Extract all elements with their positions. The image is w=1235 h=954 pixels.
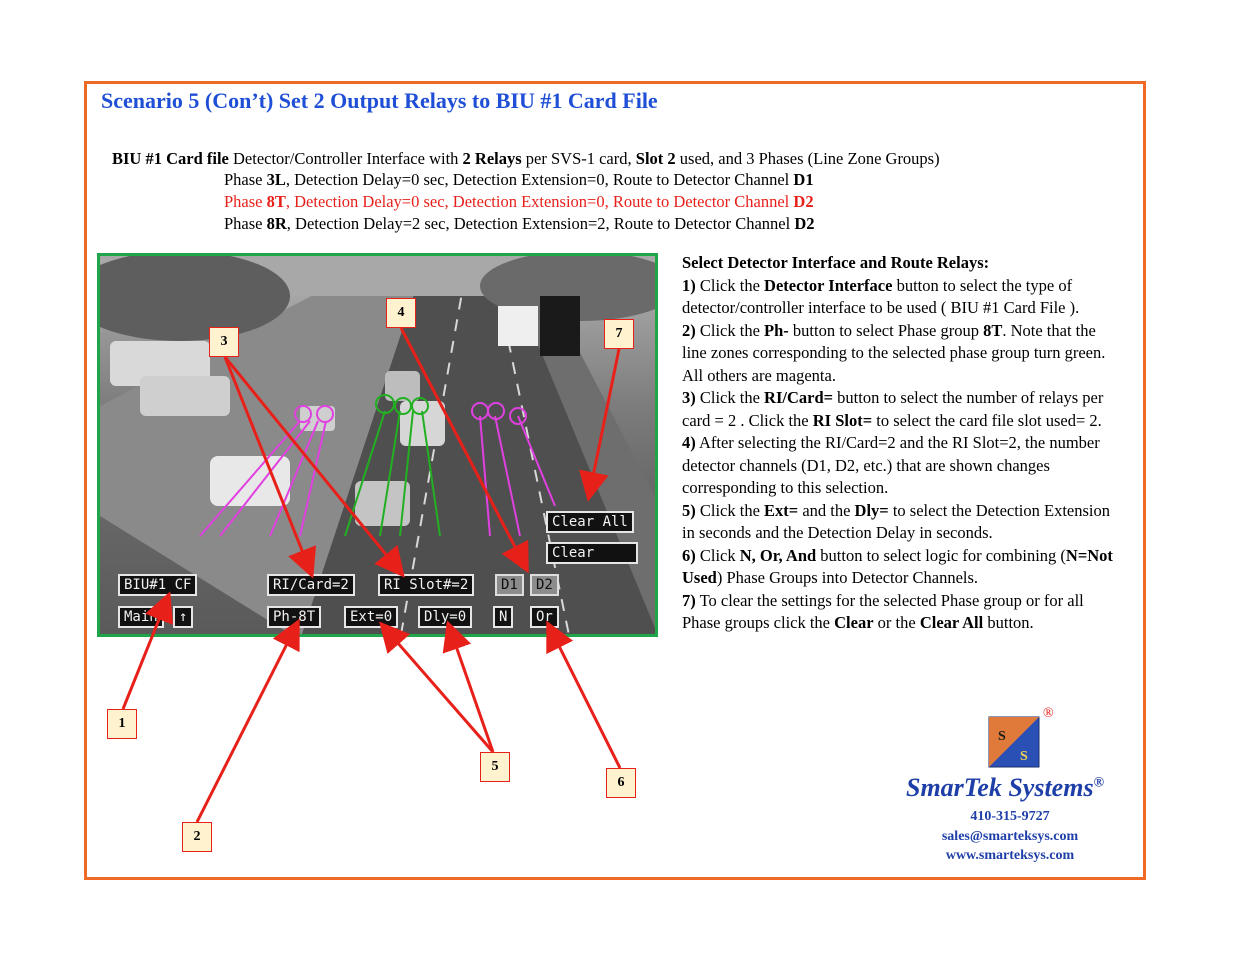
callout-1: 1 — [107, 709, 137, 739]
intro-line: BIU #1 Card file Detector/Controller Int… — [112, 149, 940, 168]
step-3: 3) Click the RI/Card= button to select t… — [682, 388, 1104, 430]
phase-line-3l: Phase 3L, Detection Delay=0 sec, Detecti… — [224, 170, 814, 189]
not-used-button[interactable]: N — [493, 606, 514, 628]
clear-all-button[interactable]: Clear All — [546, 511, 634, 533]
phase-line-8t: Phase 8T, Detection Delay=0 sec, Detecti… — [224, 192, 814, 211]
step-2: 2) Click the Ph- button to select Phase … — [682, 320, 1106, 385]
ext-button[interactable]: Ext=0 — [344, 606, 399, 628]
phase-button[interactable]: Ph-8T — [267, 606, 322, 628]
ri-card-button[interactable]: RI/Card=2 — [267, 574, 355, 596]
company-email: sales@smarteksys.com — [941, 829, 1079, 844]
callout-2: 2 — [182, 822, 212, 852]
callout-3: 3 — [209, 327, 239, 357]
page-frame — [84, 81, 1146, 880]
d1-channel-button[interactable]: D1 — [495, 574, 524, 596]
phase-line-8r: Phase 8R, Detection Delay=2 sec, Detecti… — [224, 214, 815, 233]
step-1: 1) Click the Detector Interface button t… — [682, 275, 1080, 318]
step-5: 5) Click the Ext= and the Dly= to select… — [682, 500, 1111, 543]
page-title: Scenario 5 (Con’t) Set 2 Output Relays t… — [101, 88, 658, 113]
svg-text:S: S — [1020, 749, 1028, 764]
company-phone: 410-315-9727 — [970, 809, 1050, 824]
callout-4: 4 — [386, 298, 416, 328]
instructions: Select Detector Interface and Route Rela… — [682, 252, 1122, 635]
company-website: www.smarteksys.com — [945, 848, 1075, 863]
dly-button[interactable]: Dly=0 — [418, 606, 473, 628]
instructions-heading: Select Detector Interface and Route Rela… — [682, 253, 990, 272]
callout-7: 7 — [604, 319, 634, 349]
svg-text:S: S — [998, 729, 1006, 744]
company-name: SmarTek Systems® — [906, 773, 1105, 802]
or-button[interactable]: Or — [530, 606, 559, 628]
up-arrow-button[interactable]: ↑ — [173, 606, 194, 628]
callout-5: 5 — [480, 752, 510, 782]
main-button[interactable]: Main — [118, 606, 164, 628]
ri-slot-button[interactable]: RI Slot#=2 — [378, 574, 475, 596]
clear-button[interactable]: Clear — [546, 542, 638, 564]
step-7: 7) To clear the settings for the selecte… — [682, 590, 1084, 633]
callout-6: 6 — [606, 768, 636, 798]
logo-registered-mark: ® — [1043, 706, 1054, 721]
biu-card-file-button[interactable]: BIU#1 CF — [118, 574, 198, 596]
smartek-logo-icon: S S — [988, 716, 1040, 768]
video-screenshot: BIU#1 CF RI/Card=2 RI Slot#=2 D1 D2 Clea… — [97, 253, 658, 637]
step-6: 6) Click N, Or, And button to select log… — [682, 545, 1113, 588]
step-4: 4) After selecting the RI/Card=2 and the… — [682, 433, 1100, 497]
d2-channel-button[interactable]: D2 — [530, 574, 559, 596]
